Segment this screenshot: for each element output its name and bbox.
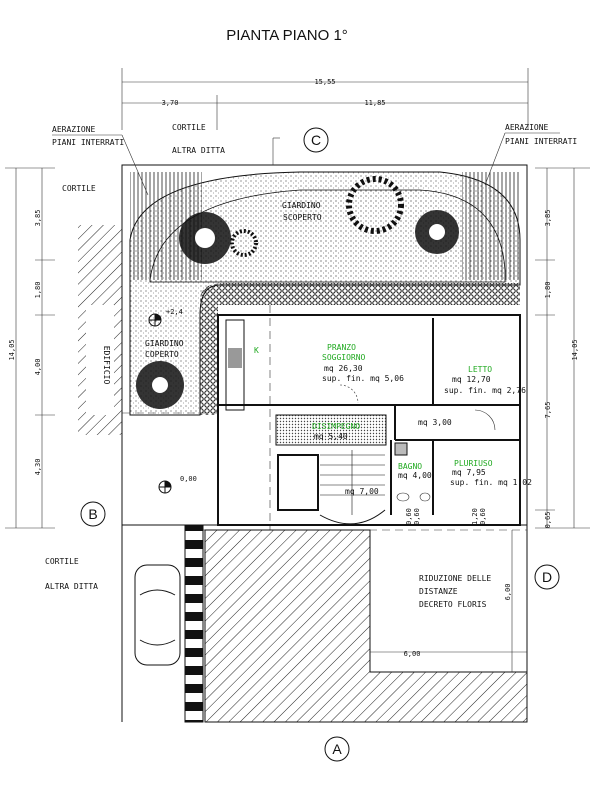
marker-label: C — [311, 132, 321, 148]
dim-left-part: 4,30 — [34, 459, 42, 476]
room-disimpegno-name: DISIMPEGNO — [312, 422, 360, 431]
dim-left-part: 1,80 — [34, 282, 42, 299]
label-riduzione: DISTANZE — [419, 587, 458, 596]
section-marker-b: B — [80, 501, 106, 527]
level-ground: 0,00 — [180, 475, 197, 483]
label-riduzione: RIDUZIONE DELLE — [419, 574, 491, 583]
label-aerazione-left: AERAZIONE — [52, 125, 96, 134]
marker-label: B — [88, 506, 97, 522]
dim-lower-height: 6,00 — [504, 584, 512, 601]
dim-right-part: 7,65 — [544, 402, 552, 419]
apartment — [217, 314, 521, 526]
room-pluriuso-sup: sup. fin. mq 1,02 — [450, 478, 532, 487]
marker-label: A — [332, 741, 342, 757]
tree-icon — [179, 212, 231, 264]
dim-window: 0,60 — [405, 508, 413, 525]
dim-right-part: 1,80 — [544, 282, 552, 299]
cobble-path — [200, 283, 520, 415]
dim-right-total: 14,05 — [571, 339, 579, 360]
room-bagno-area: mq 4,00 — [398, 471, 432, 480]
tree-icon — [415, 210, 459, 254]
hatched-area — [204, 529, 528, 723]
disimpegno-floor — [275, 414, 387, 446]
top-dimensions: 15,55 3,70 11,85 — [121, 68, 529, 130]
room-letto-sup: sup. fin. mq 2,76 — [444, 386, 526, 395]
label-aerazione-right: PIANI INTERRATI — [505, 137, 577, 146]
dim-left-part: 3,85 — [34, 210, 42, 227]
label-riduzione: DECRETO FLORIS — [419, 600, 487, 609]
level-garden: +2,4 — [166, 308, 183, 316]
label-giardino-coperto: GIARDINO — [145, 339, 184, 348]
section-marker-a: A — [324, 736, 350, 762]
level-marker-icon — [148, 313, 162, 327]
level-marker-icon — [158, 480, 172, 494]
dim-left-width: 3,70 — [162, 99, 179, 107]
dim-window: 0,60 — [479, 508, 487, 525]
dim-right-width: 11,85 — [364, 99, 385, 107]
room-pluriuso-name: PLURIUSO — [454, 459, 493, 468]
label-altra-ditta-top: ALTRA DITTA — [172, 146, 225, 155]
room-scala-area: mq 7,00 — [345, 487, 379, 496]
section-marker-c: C — [303, 127, 329, 153]
label-cortile-left: CORTILE — [62, 184, 96, 193]
room-disimpegno-area: mq 5,40 — [314, 432, 348, 441]
room-pranzo-name: PRANZO — [327, 343, 356, 352]
room-pranzo-area: mq 26,30 — [324, 364, 363, 373]
tree-icon — [230, 229, 258, 257]
dim-lower-width: 6,00 — [404, 650, 421, 658]
dim-total-width: 15,55 — [314, 78, 335, 86]
label-altra-ditta-bottom: ALTRA DITTA — [45, 582, 98, 591]
dim-right-part: 0,65 — [544, 512, 552, 529]
dim-right-part: 3,85 — [544, 210, 552, 227]
dim-window: 1,20 — [471, 508, 479, 525]
room-pluriuso-area: mq 7,95 — [452, 468, 486, 477]
dim-window: 0,60 — [413, 508, 421, 525]
label-giardino-scoperto: GIARDINO — [282, 201, 321, 210]
marker-label: D — [542, 569, 552, 585]
room-letto-area: mq 12,70 — [452, 375, 491, 384]
right-dimensions: 14,05 3,85 1,80 7,65 0,65 — [535, 167, 590, 529]
label-giardino-scoperto: SCOPERTO — [283, 213, 322, 222]
room-pranzo-name: SOGGIORNO — [322, 353, 366, 362]
label-aerazione-left: PIANI INTERRATI — [52, 138, 124, 147]
left-dimensions: 14,05 3,85 1,80 4,00 4,30 — [5, 167, 55, 529]
elevator — [277, 454, 319, 511]
section-marker-d: D — [534, 564, 560, 590]
tree-icon — [346, 176, 404, 234]
car-icon — [134, 564, 181, 666]
room-ripostiglio-area: mq 3,00 — [418, 418, 452, 427]
room-letto-name: LETTO — [468, 365, 492, 374]
label-cortile-bottom: CORTILE — [45, 557, 79, 566]
room-kitchen-label: K — [254, 346, 259, 355]
label-cortile-top: CORTILE — [172, 123, 206, 132]
label-giardino-coperto: COPERTO — [145, 350, 179, 359]
dim-left-part: 4,00 — [34, 359, 42, 376]
dim-left-total: 14,05 — [8, 339, 16, 360]
label-aerazione-right: AERAZIONE — [505, 123, 549, 132]
room-pranzo-sup: sup. fin. mq 5,06 — [322, 374, 404, 383]
drawing-title: PIANTA PIANO 1° — [226, 27, 348, 44]
room-bagno-name: BAGNO — [398, 462, 422, 471]
label-edificio: EDIFICIO — [102, 346, 111, 385]
tree-icon — [136, 361, 184, 409]
ramp-strip — [184, 524, 204, 723]
